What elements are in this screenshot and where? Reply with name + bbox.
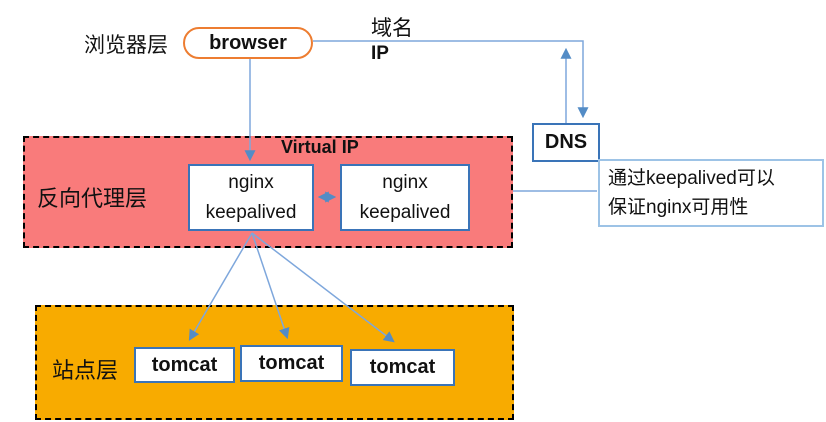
browser-layer-label: 浏览器层 bbox=[84, 34, 168, 57]
dns-node: DNS bbox=[532, 123, 600, 162]
ip-label: IP bbox=[371, 43, 389, 64]
browser-to-dns-arrow bbox=[313, 40, 589, 119]
site-layer-label: 站点层 bbox=[52, 358, 119, 383]
tomcat-label: tomcat bbox=[151, 353, 218, 376]
note-line-1: 通过keepalived可以 bbox=[608, 168, 775, 189]
note-line-2: 保证nginx可用性 bbox=[608, 196, 749, 218]
tomcat-node-3: tomcat bbox=[350, 349, 455, 386]
browser-node: browser bbox=[183, 27, 313, 59]
dns-node-label: DNS bbox=[544, 131, 588, 153]
nginx-keepalived-node-2: nginx keepalived bbox=[340, 164, 470, 231]
keepalived-label: keepalived bbox=[359, 201, 451, 223]
keepalived-label: keepalived bbox=[205, 201, 297, 223]
tomcat-node-1: tomcat bbox=[134, 347, 235, 383]
browser-node-label: browser bbox=[209, 31, 287, 54]
nginx-keepalived-node-1: nginx keepalived bbox=[188, 164, 314, 231]
nginx-label: nginx bbox=[382, 172, 428, 194]
reverse-proxy-layer-label: 反向代理层 bbox=[37, 186, 148, 211]
tomcat-label: tomcat bbox=[369, 356, 436, 378]
tomcat-node-2: tomcat bbox=[240, 345, 343, 382]
virtual-ip-label: Virtual IP bbox=[281, 137, 359, 157]
domain-name-label: 域名 bbox=[371, 17, 413, 40]
nginx-label: nginx bbox=[228, 172, 274, 194]
tomcat-label: tomcat bbox=[258, 352, 325, 374]
keepalived-note-box: 通过keepalived可以 保证nginx可用性 bbox=[598, 159, 824, 227]
